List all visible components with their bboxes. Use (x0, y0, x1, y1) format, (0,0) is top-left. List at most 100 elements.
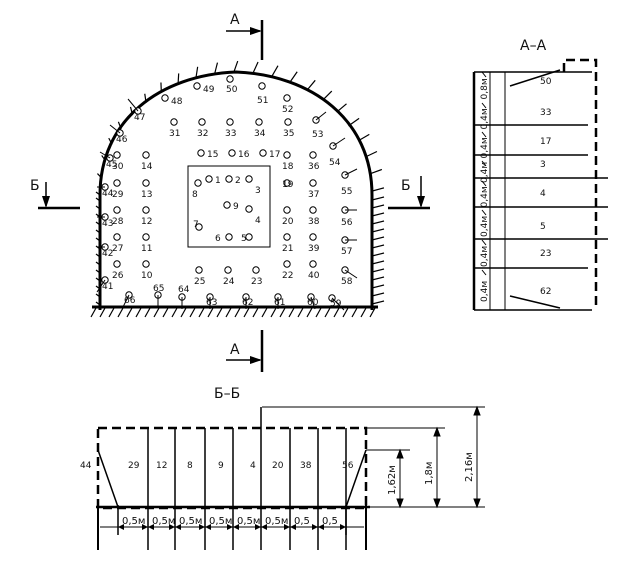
drill-hole-number: 51 (257, 96, 268, 106)
hatch-stroke (233, 60, 239, 73)
drill-hole-number: 37 (308, 190, 319, 200)
hatch-stroke (371, 276, 385, 281)
hatch-stroke (95, 253, 101, 258)
section-aa-rows: 50331734523620,8м0,4м0,4м0,4м0,4м0,4м0,4… (474, 71, 608, 302)
drill-hole (113, 151, 121, 159)
bb-dimension-arrow (290, 524, 296, 530)
hatch-stroke (371, 228, 385, 233)
bb-dimension-arrow (318, 524, 324, 530)
bb-hole-label: 44 (80, 461, 92, 471)
drill-hole-number: 7 (193, 220, 199, 230)
drill-hole (309, 233, 317, 241)
drill-hole-number: 1 (215, 176, 221, 186)
drill-hole-number: 22 (282, 271, 293, 281)
drill-hole-number: 43 (102, 219, 113, 229)
drill-hole-number: 10 (141, 271, 153, 281)
bb-dimension-arrow (118, 524, 124, 530)
drill-hole-number: 19 (282, 180, 294, 190)
section-marker-b-left: Б (30, 178, 80, 210)
drill-hole (113, 233, 121, 241)
contour-hole-stroke (331, 297, 345, 311)
hatch-stroke (371, 292, 385, 297)
drill-hole (225, 175, 233, 183)
drill-hole-number: 56 (341, 218, 353, 228)
drill-hole-number: 45 (106, 160, 117, 170)
drill-hole (283, 260, 291, 268)
drill-hole-number: 53 (312, 130, 323, 140)
drill-hole (284, 118, 292, 126)
drill-hole-number: 25 (194, 277, 205, 287)
drill-hole-number: 27 (112, 244, 123, 254)
aa-hole-label: 33 (540, 108, 551, 118)
drill-hole-number: 41 (102, 282, 113, 292)
aa-hole-label: 4 (540, 189, 546, 199)
marker-b-left-label: Б (30, 178, 40, 194)
contour-hole-stroke (310, 296, 316, 310)
aa-hole-label: 62 (540, 287, 551, 297)
aa-spacing-label: 0,4м (480, 108, 490, 129)
drill-hole-number: 38 (308, 217, 320, 227)
drill-hole-number: 34 (254, 129, 266, 139)
drill-hole (226, 75, 234, 83)
hatch-stroke (90, 307, 97, 318)
drill-hole (228, 149, 236, 157)
bb-spacing-label: 0,5м (265, 516, 288, 527)
hatch-stroke (252, 307, 259, 318)
bb-spacing-label: 0,5 (322, 516, 338, 527)
bb-dimension-arrow (255, 524, 261, 530)
hatch-stroke (252, 61, 259, 74)
hatch-stroke (214, 62, 219, 74)
contour-hole-stroke (344, 269, 358, 279)
bb-dimension-arrow (312, 524, 318, 530)
drill-hole-number: 30 (112, 162, 124, 172)
bb-dimension-arrow (227, 524, 233, 530)
hatch-stroke (95, 197, 101, 202)
drill-hole (113, 179, 121, 187)
hatch-stroke (288, 307, 295, 318)
hatch-stroke (95, 293, 101, 298)
hatch-stroke (162, 307, 169, 318)
contour-hole-stroke (315, 111, 327, 121)
drill-hole-number: 61 (274, 298, 285, 308)
drill-hole-number: 32 (197, 129, 208, 139)
hatch-stroke (357, 133, 370, 142)
bb-spacing-label: 0,5м (122, 516, 145, 527)
hatch-stroke (95, 221, 101, 226)
hatch-stroke (371, 260, 385, 265)
bb-hole-label: 8 (187, 461, 193, 471)
bb-dimension-arrow (175, 524, 181, 530)
aa-hole-label: 3 (540, 160, 546, 170)
drill-hole-number: 52 (282, 105, 293, 115)
drill-hole-number: 17 (269, 150, 280, 160)
drill-hole-number: 39 (308, 244, 320, 254)
drill-hole (113, 206, 121, 214)
drill-hole-number: 9 (233, 202, 239, 212)
hatch-stroke (289, 71, 298, 83)
aa-spacing-label: 0,8м (480, 78, 490, 99)
hatch-stroke (153, 307, 160, 318)
drill-hole-number: 13 (141, 190, 152, 200)
aa-spacing-label: 0,4м (480, 162, 490, 183)
hatch-stroke (369, 307, 376, 318)
depth-2-16: 2,16м (464, 452, 475, 482)
drill-hole-number: 64 (178, 285, 190, 295)
hatch-stroke (351, 307, 358, 318)
cut-zone-box (187, 165, 271, 248)
drill-hole (142, 151, 150, 159)
drill-hole-number: 21 (282, 244, 293, 254)
section-aa: А–А 50331734523620,8м0,4м0,4м0,4м0,4м0,4… (472, 38, 608, 311)
aa-spacing-label: 0,4м (480, 137, 490, 158)
hatch-stroke (333, 307, 340, 318)
hatch-stroke (171, 307, 178, 318)
hatch-stroke (297, 307, 304, 318)
aa-tick (481, 239, 487, 246)
hatch-stroke (189, 307, 196, 318)
drill-hole (205, 175, 213, 183)
hatch-stroke (315, 307, 322, 318)
bb-dimension-arrow (142, 524, 148, 530)
contour-hole-stroke (332, 137, 346, 147)
